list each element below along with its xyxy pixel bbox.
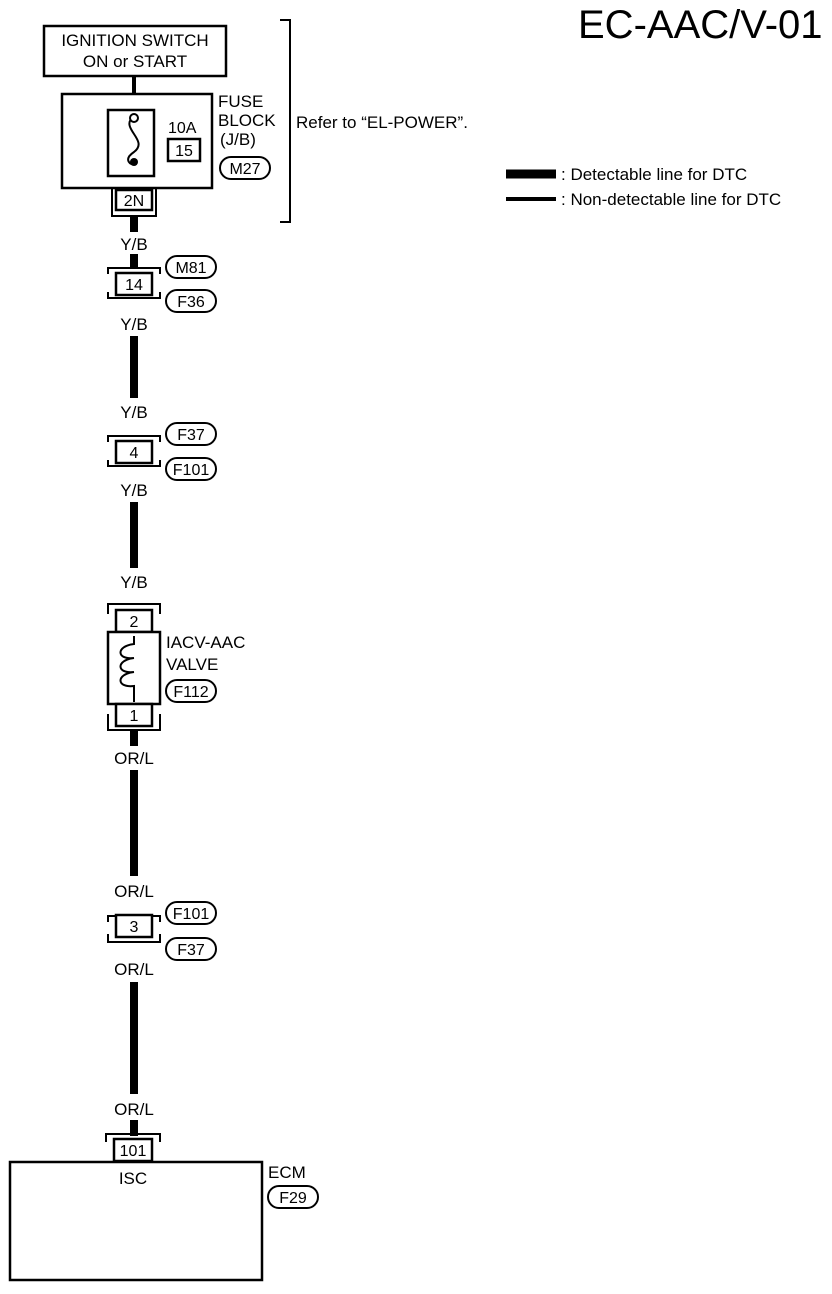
joint-3-terminal: 3 [130,919,139,936]
wire-color-yb-2: Y/B [120,315,147,334]
wire-color-orl-4: OR/L [114,1100,154,1119]
connector-joint-3: 3 F101 F37 [107,901,217,961]
joint-3-conn-bottom: F37 [177,942,205,959]
fuse-block: 10A 15 FUSE BLOCK (J/B) M27 [60,92,276,190]
fuse-block-label-line1: FUSE [218,92,263,111]
legend: : Detectable line for DTC : Non-detectab… [506,165,781,209]
legend-non-detectable-label: : Non-detectable line for DTC [561,190,781,209]
terminal-2n: 2N [111,188,157,217]
valve-terminal-top: 2 [130,614,139,631]
valve-connector: F112 [173,684,208,701]
wire-color-orl-1: OR/L [114,749,154,768]
legend-detectable-label: : Detectable line for DTC [561,165,747,184]
joint-4-conn-top: F37 [177,427,205,444]
valve-label-line1: IACV-AAC [166,633,245,652]
joint-14-conn-top: M81 [175,260,206,277]
fuse-block-connector: M27 [229,161,260,178]
wire-color-orl-2: OR/L [114,882,154,901]
wire-color-yb-4: Y/B [120,481,147,500]
diagram-title: EC-AAC/V-01 [578,3,823,47]
valve-terminal-bottom: 1 [130,708,139,725]
terminal-2n-label: 2N [124,193,144,210]
wire-color-orl-3: OR/L [114,960,154,979]
joint-14-conn-bottom: F36 [177,294,205,311]
fuse-block-bracket [280,19,291,223]
wire-color-yb-5: Y/B [120,573,147,592]
joint-4-terminal: 4 [130,445,139,462]
ignition-switch-line1: IGNITION SWITCH [61,31,208,50]
ecm: 101 ISC ECM F29 [8,1133,319,1282]
connector-joint-14: 14 M81 F36 [107,255,217,313]
fuse-amperage: 10A [168,120,197,137]
connector-joint-4: 4 F37 F101 [107,422,217,481]
ignition-switch-line2: ON or START [83,52,187,71]
valve-label-line2: VALVE [166,655,218,674]
joint-4-conn-bottom: F101 [173,462,210,479]
ecm-connector: F29 [279,1190,307,1207]
ecm-pin-label: ISC [119,1169,147,1188]
fuse-block-label-line3: (J/B) [220,130,256,149]
refer-el-power: Refer to “EL-POWER”. [296,113,468,132]
joint-3-conn-top: F101 [173,906,210,923]
wire-color-yb-3: Y/B [120,403,147,422]
iacv-aac-valve: 2 1 IACV-AAC VALVE F112 [106,603,245,731]
joint-14-terminal: 14 [125,277,143,294]
ignition-switch: IGNITION SWITCH ON or START [42,24,228,78]
ecm-terminal: 101 [120,1143,147,1160]
fuse-block-label-line2: BLOCK [218,111,276,130]
coil-icon [119,636,135,702]
fuse-number: 15 [175,143,193,160]
wire-color-yb-1: Y/B [120,235,147,254]
ecm-label: ECM [268,1163,306,1182]
